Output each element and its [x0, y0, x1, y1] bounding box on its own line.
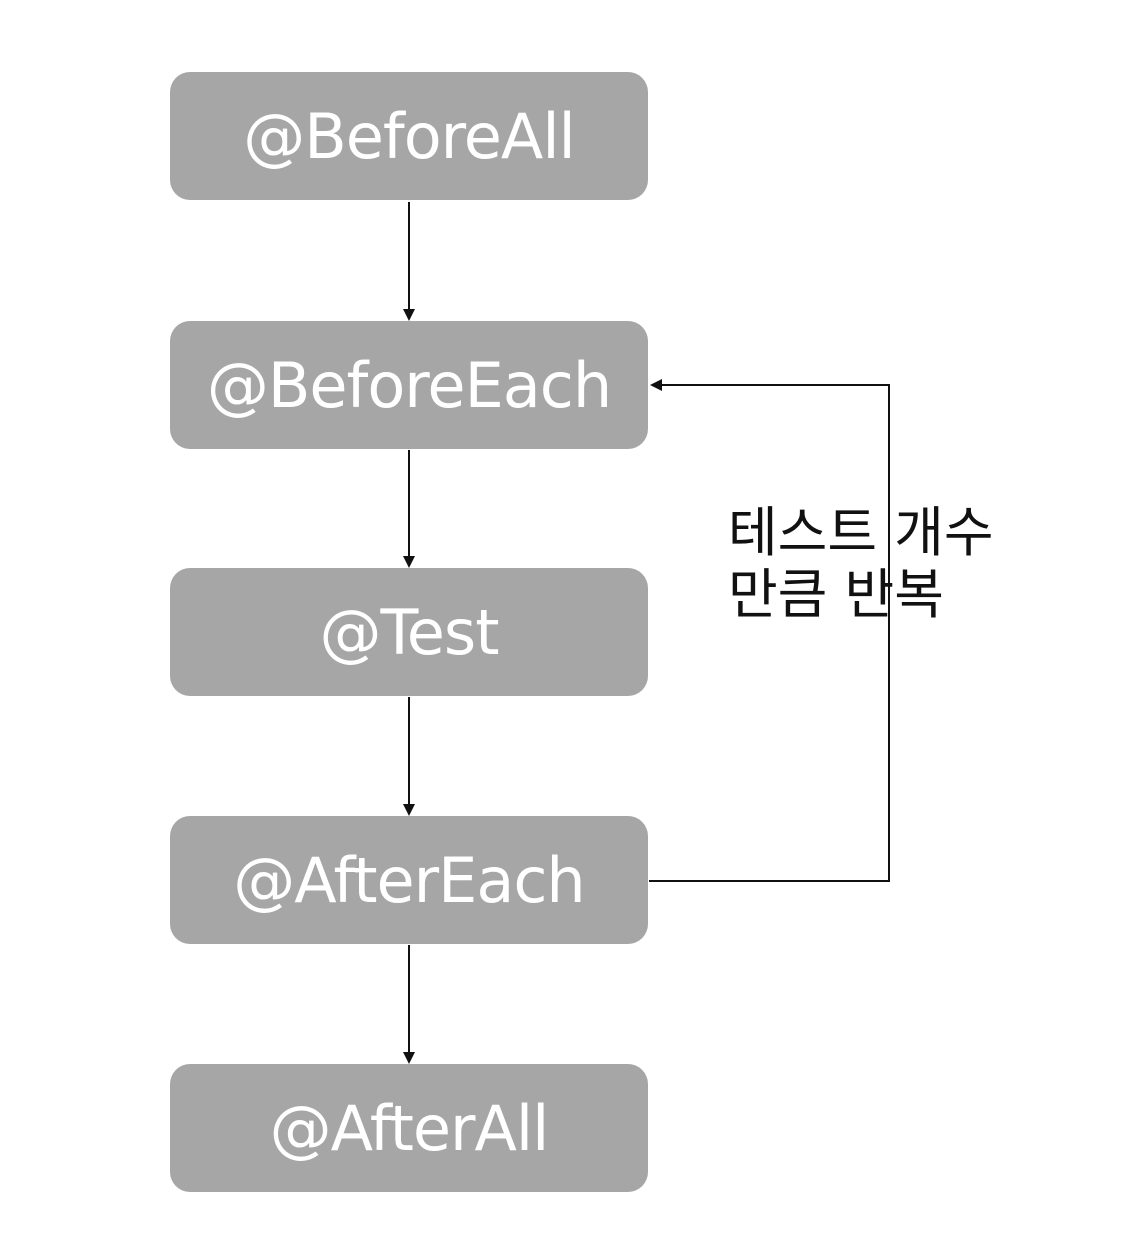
node-before-each-label: @BeforeEach [206, 348, 612, 422]
node-test: @Test [170, 568, 648, 696]
loop-arrow-aftereach-to-beforeeach [649, 379, 890, 882]
node-before-each: @BeforeEach [170, 321, 648, 449]
node-after-all-label: @AfterAll [269, 1091, 550, 1165]
node-before-all-label: @BeforeAll [243, 99, 576, 173]
node-after-each-label: @AfterEach [233, 843, 585, 917]
loop-label-line-2: 만큼 반복 [728, 563, 944, 626]
loop-label: 테스트 개수 만큼 반복 [728, 502, 1048, 626]
node-before-all: @BeforeAll [170, 72, 648, 200]
node-test-label: @Test [319, 595, 499, 669]
loop-label-line-1: 테스트 개수 [728, 501, 994, 564]
node-after-each: @AfterEach [170, 816, 648, 944]
node-after-all: @AfterAll [170, 1064, 648, 1192]
